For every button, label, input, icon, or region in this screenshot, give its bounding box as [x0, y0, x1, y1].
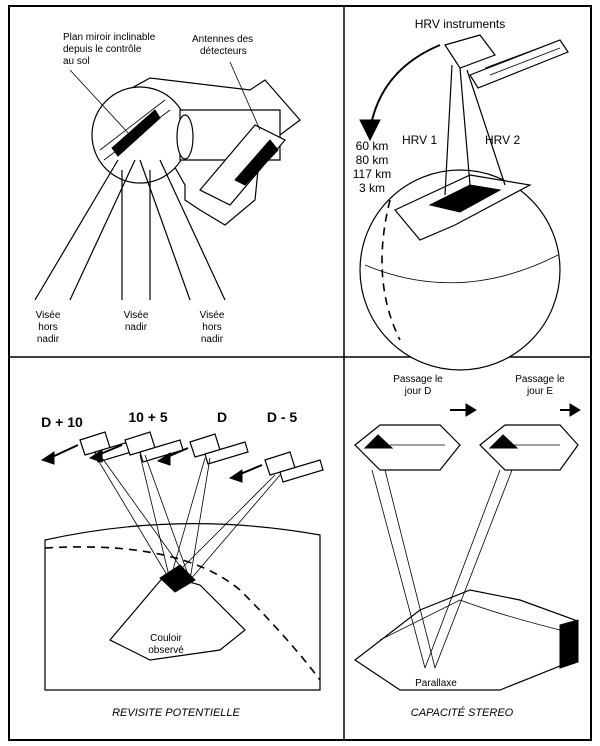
view-right-line3: nadir — [201, 334, 224, 345]
satellite-d-5 — [264, 451, 324, 483]
ground-swath-shade — [428, 184, 502, 213]
stereo-terrain — [353, 589, 576, 691]
hrv2-label: HRV 2 — [485, 133, 520, 147]
pass-10-5: 10 + 5 — [128, 409, 168, 425]
pass-day-d-line1: Passage le — [393, 374, 443, 385]
pass-day-e-line1: Passage le — [515, 374, 565, 385]
stereo-caption: CAPACITÉ STEREO — [411, 706, 514, 719]
revisit-caption: REVISITE POTENTIELLE — [112, 707, 240, 719]
swath-80km: 80 km — [356, 153, 389, 167]
view-center-line2: nadir — [125, 322, 148, 333]
ground-track-dashed — [44, 546, 321, 681]
detector-label-line1: Antennes des — [192, 34, 253, 45]
lens — [176, 114, 194, 160]
view-left-line1: Visée — [36, 310, 61, 321]
parallax-label: Parallaxe — [415, 678, 457, 689]
mirror-label-line2: depuis le contrôle — [63, 44, 142, 55]
view-right-line2: hors — [202, 322, 221, 333]
view-left-line3: nadir — [37, 334, 60, 345]
mirror-label-line1: Plan miroir inclinable — [63, 32, 156, 43]
pass-day-d-line2: jour D — [404, 386, 432, 397]
detector-block — [199, 124, 286, 206]
panel-revisit: D + 10 10 + 5 D D - 5 Couloir observé RE… — [40, 409, 324, 719]
view-right-line1: Visée — [200, 310, 225, 321]
hrv1-label: HRV 1 — [402, 133, 437, 147]
hrv-instruments-title: HRV instruments — [415, 17, 505, 31]
equator-line — [364, 254, 559, 284]
satellite-10-5 — [124, 431, 184, 463]
panel-hrv-instruments: HRV instruments 60 km 80 km 117 km 3 km … — [353, 17, 569, 371]
detector-leader — [229, 61, 261, 131]
satellite-day-e — [479, 424, 579, 471]
mirror-leader — [69, 69, 131, 136]
pass-d-5: D - 5 — [267, 409, 298, 425]
swath-60km: 60 km — [356, 139, 389, 153]
satellite-d — [189, 433, 249, 465]
swath-117km: 117 km — [353, 167, 391, 181]
swath-3km: 3 km — [359, 181, 385, 195]
detector-label-line2: détecteurs — [200, 46, 247, 57]
pass-day-e-line2: jour E — [526, 386, 553, 397]
detector-array — [234, 139, 279, 186]
pass-d: D — [217, 409, 227, 425]
view-center-line1: Visée — [124, 310, 149, 321]
view-left-line2: hors — [38, 322, 57, 333]
corridor-label-line1: Couloir — [150, 633, 182, 644]
mirror-label-line3: au sol — [63, 56, 90, 67]
satellite-day-d — [354, 424, 461, 471]
corridor-label-line2: observé — [148, 645, 184, 656]
pass-d10: D + 10 — [41, 414, 83, 430]
orbit-arrow — [369, 44, 441, 131]
meridian-dashed — [381, 199, 401, 341]
orbit-arrow-head — [359, 119, 381, 142]
terrain-side-shade — [559, 619, 579, 669]
panel-instrument-optics: Plan miroir inclinable depuis le contrôl… — [34, 32, 301, 345]
spot-satellite — [444, 34, 569, 89]
outer-border — [8, 5, 592, 741]
panel-stereo: Passage le jour D Passage le jour E Para… — [353, 374, 581, 719]
terrain-ridge — [379, 599, 561, 641]
